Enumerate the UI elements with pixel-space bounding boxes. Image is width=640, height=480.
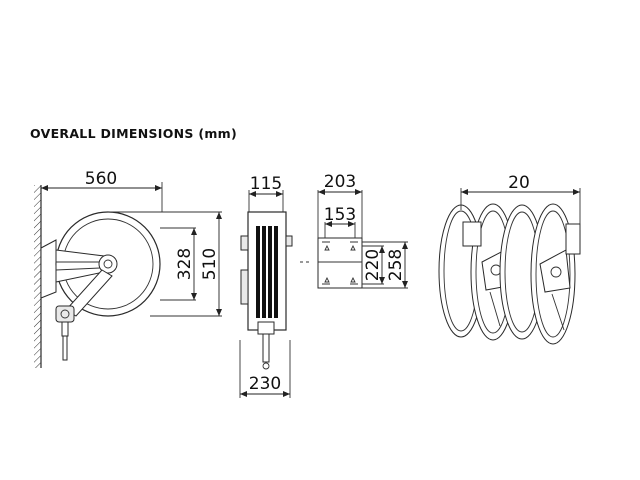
- winding-3: [268, 226, 272, 318]
- dim-label-230: 230: [249, 374, 281, 394]
- dim-label-153: 153: [324, 205, 356, 225]
- nozzle: [62, 335, 68, 361]
- wall-hatch: [34, 185, 41, 368]
- front-frame: [247, 211, 287, 331]
- front-nozzle: [262, 333, 270, 363]
- wall-bracket: [40, 239, 57, 299]
- dim-label-560: 560: [85, 169, 117, 189]
- hose-stop: [61, 321, 69, 337]
- reel-4-inner: [535, 210, 571, 338]
- dim-label-220: 220: [363, 249, 383, 281]
- hole-br: [350, 276, 356, 283]
- hole-bl: [324, 276, 330, 283]
- winding-4: [274, 226, 278, 318]
- front-view: 115 230: [239, 174, 293, 398]
- side-view: 560 328 510: [34, 169, 222, 368]
- mount-plate-2: [565, 223, 581, 255]
- reel-4-guide: [551, 293, 565, 331]
- bracket-plate: [317, 237, 363, 289]
- hose-windings: [256, 226, 278, 318]
- multi-reel-view: 20: [438, 173, 581, 345]
- reel-4-hub-plate: [539, 249, 571, 293]
- right-plate: [285, 235, 293, 247]
- dim-label-510: 510: [200, 248, 220, 280]
- roller-guide: [55, 305, 75, 323]
- hole-tr: [350, 244, 356, 251]
- winding-1: [256, 226, 260, 318]
- left-plate-top: [240, 235, 249, 251]
- bracket-view: 203 153 220 258: [300, 172, 408, 289]
- hole-tl: [324, 244, 330, 251]
- guide-arm: [65, 269, 113, 317]
- dim-label-20: 20: [508, 173, 530, 193]
- dim-label-203: 203: [324, 172, 356, 192]
- reel-4-hub: [550, 266, 562, 278]
- roller: [60, 309, 70, 319]
- dim-label-115: 115: [250, 174, 282, 194]
- drum-hub: [98, 254, 118, 274]
- dim-label-328: 328: [175, 248, 195, 280]
- winding-2: [262, 226, 266, 318]
- arm-rib-2: [55, 267, 101, 271]
- nozzle-tip: [262, 362, 270, 370]
- reel-2-guide: [489, 291, 501, 327]
- plate-corners: [322, 241, 358, 285]
- reel-4: [530, 203, 576, 345]
- dim-label-258: 258: [386, 249, 406, 281]
- hub-center: [103, 259, 113, 269]
- left-plate-bottom: [240, 269, 249, 305]
- section-title: OVERALL DIMENSIONS (mm): [30, 126, 238, 141]
- mount-plate-1: [462, 221, 482, 247]
- outlet-body: [257, 321, 275, 335]
